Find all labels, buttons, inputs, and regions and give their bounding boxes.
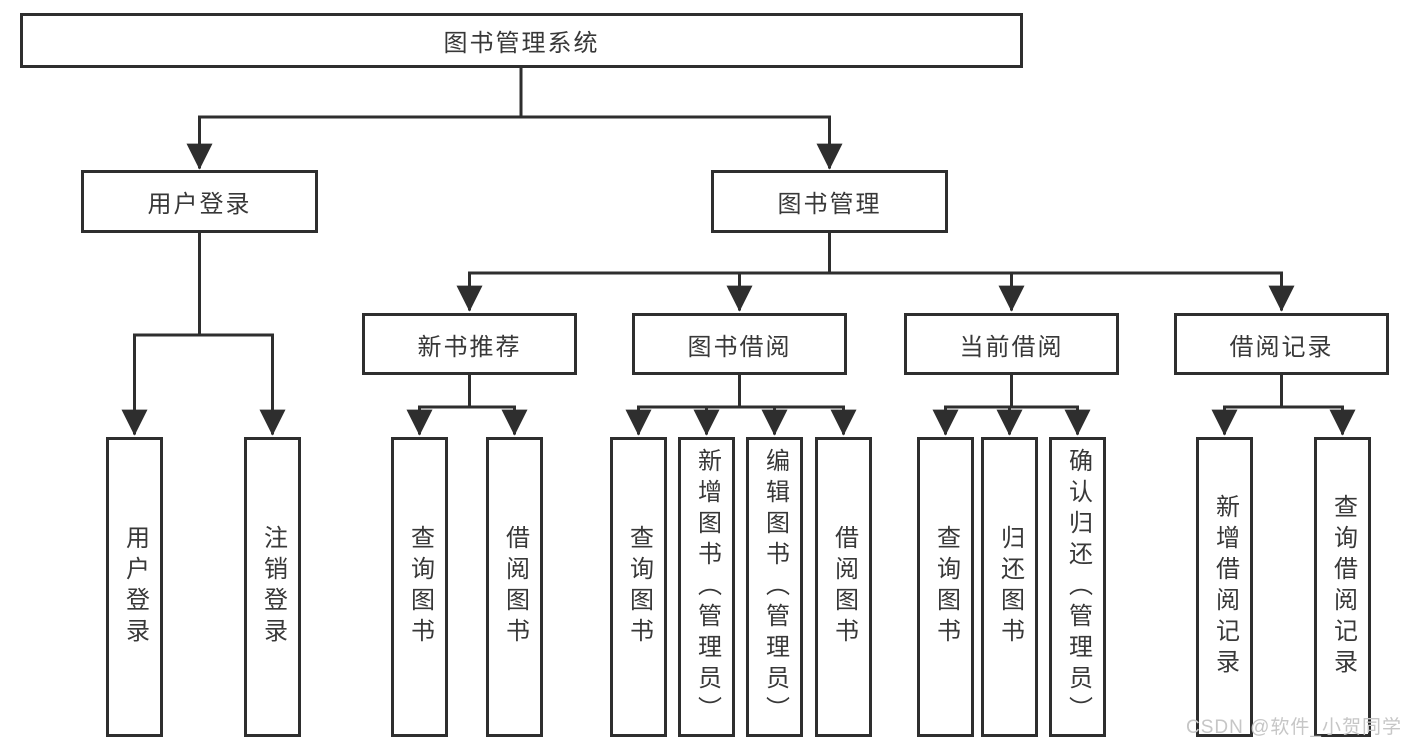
node-new-book-recommend-label: 新书推荐: [417, 333, 522, 361]
leaf-user-login-label: 用户登录: [121, 525, 149, 649]
node-book-management-label: 图书管理: [777, 191, 882, 218]
leaf-user-login: 用户登录: [106, 437, 163, 737]
leaf-query-books-current: 查询图书: [917, 437, 974, 737]
leaf-query-borrow-record: 查询借阅记录: [1314, 437, 1371, 737]
leaf-add-books-admin: 新增图书（管理员）: [678, 437, 735, 737]
leaf-query-books-current-label: 查询图书: [932, 525, 960, 649]
node-user-login: 用户登录: [81, 170, 318, 233]
leaf-add-borrow-record-label: 新增借阅记录: [1211, 494, 1239, 680]
leaf-confirm-return-admin: 确认归还（管理员）: [1049, 437, 1106, 737]
leaf-borrow-books-recommend-label: 借阅图书: [501, 525, 529, 649]
leaf-query-books-recommend-label: 查询图书: [406, 525, 434, 649]
node-borrow-records-label: 借阅记录: [1229, 333, 1334, 361]
leaf-query-books-borrow-label: 查询图书: [625, 525, 653, 649]
leaf-return-books: 归还图书: [981, 437, 1038, 737]
node-new-book-recommend: 新书推荐: [362, 313, 577, 375]
leaf-edit-books-admin-label: 编辑图书（管理员）: [761, 447, 789, 727]
leaf-logout: 注销登录: [244, 437, 301, 737]
leaf-edit-books-admin: 编辑图书（管理员）: [746, 437, 803, 737]
leaf-add-books-admin-label: 新增图书（管理员）: [693, 447, 721, 727]
leaf-borrow-books: 借阅图书: [815, 437, 872, 737]
leaf-query-books-recommend: 查询图书: [391, 437, 448, 737]
node-user-login-label: 用户登录: [147, 191, 252, 218]
leaf-add-borrow-record: 新增借阅记录: [1196, 437, 1253, 737]
node-book-borrow-label: 图书借阅: [687, 333, 792, 361]
leaf-borrow-books-label: 借阅图书: [830, 525, 858, 649]
node-root-label: 图书管理系统: [443, 30, 600, 57]
node-current-borrow: 当前借阅: [904, 313, 1119, 375]
leaf-confirm-return-admin-label: 确认归还（管理员）: [1064, 447, 1092, 727]
csdn-watermark: CSDN @软件_小贺同学: [1186, 717, 1402, 738]
node-book-borrow: 图书借阅: [632, 313, 847, 375]
node-current-borrow-label: 当前借阅: [959, 333, 1064, 361]
node-root: 图书管理系统: [20, 13, 1023, 68]
leaf-logout-label: 注销登录: [259, 525, 287, 649]
leaf-return-books-label: 归还图书: [996, 525, 1024, 649]
leaf-query-books-borrow: 查询图书: [610, 437, 667, 737]
leaf-borrow-books-recommend: 借阅图书: [486, 437, 543, 737]
node-book-management: 图书管理: [711, 170, 948, 233]
leaf-query-borrow-record-label: 查询借阅记录: [1329, 494, 1357, 680]
node-borrow-records: 借阅记录: [1174, 313, 1389, 375]
